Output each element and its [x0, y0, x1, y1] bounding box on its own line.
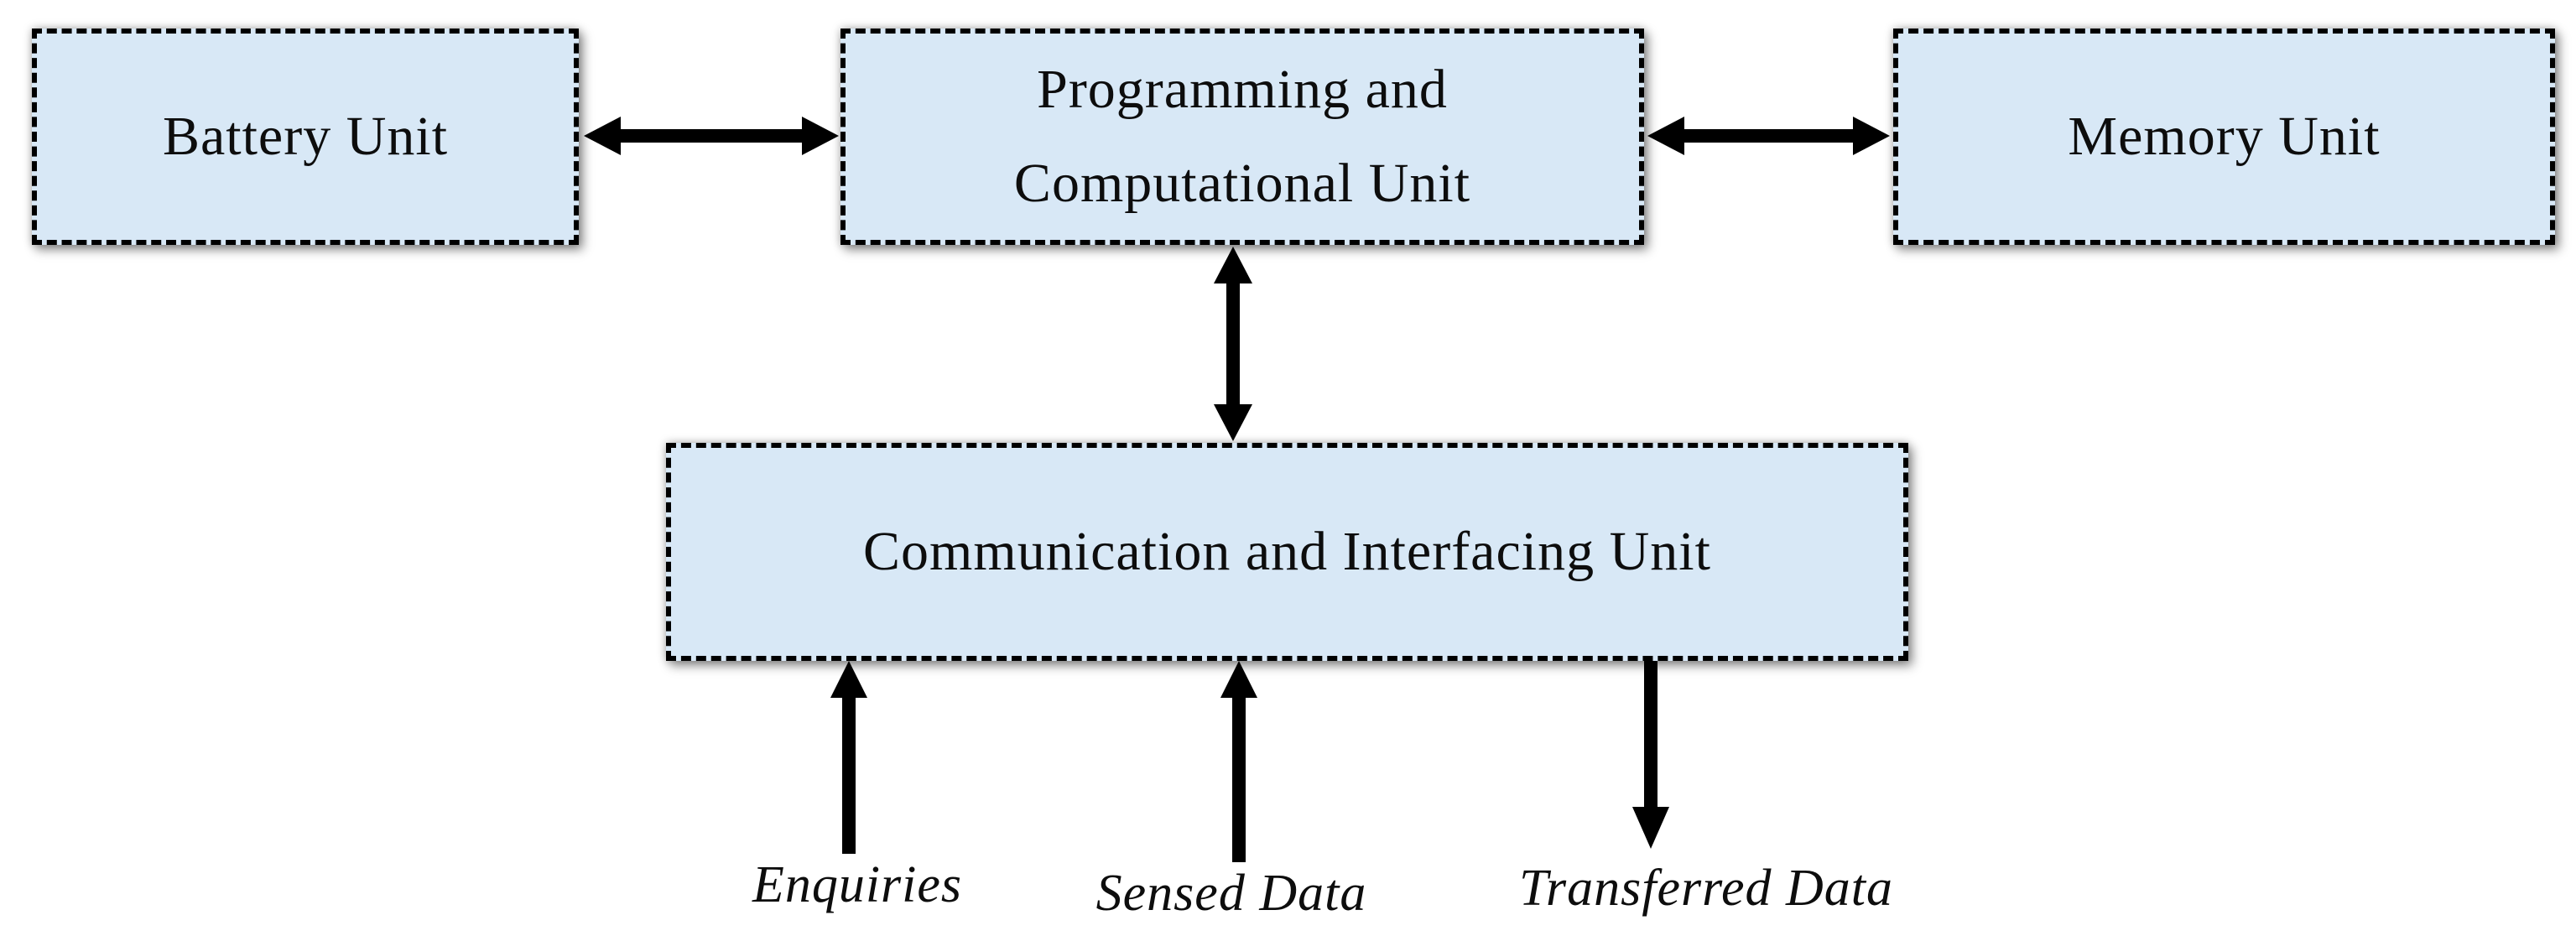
arrow-programming-communication: [1214, 247, 1252, 441]
communication-interfacing-unit-box: Communication and Interfacing Unit: [666, 443, 1908, 661]
programming-unit-label-line1: Programming and: [1037, 58, 1448, 120]
arrow-sensed-data-in: [1220, 661, 1257, 862]
arrow-head-down: [1214, 404, 1252, 441]
memory-unit-label: Memory Unit: [2068, 105, 2381, 167]
arrow-head-left: [584, 117, 621, 155]
programming-computational-unit-box: Programming and Computational Unit: [840, 29, 1644, 245]
transferred-data-label: Transferred Data: [1518, 860, 1894, 917]
arrow-head-right: [802, 117, 839, 155]
arrow-head-up: [830, 661, 867, 698]
memory-unit-box: Memory Unit: [1893, 29, 2555, 245]
battery-unit-label: Battery Unit: [162, 105, 449, 167]
arrow-enquiries-in: [830, 661, 867, 854]
arrow-head-down: [1632, 807, 1669, 849]
battery-unit-box: Battery Unit: [32, 29, 579, 245]
programming-unit-label-line2: Computational Unit: [1013, 153, 1471, 214]
arrow-head-left: [1647, 117, 1684, 155]
arrow-programming-memory: [1647, 117, 1890, 155]
enquiries-label: Enquiries: [752, 856, 963, 913]
arrow-head-right: [1853, 117, 1890, 155]
arrow-transferred-data-out: [1632, 661, 1669, 849]
communication-interfacing-unit-label: Communication and Interfacing Unit: [863, 520, 1711, 582]
arrow-head-up: [1214, 247, 1252, 283]
arrow-battery-programming: [584, 117, 839, 155]
arrow-head-up: [1220, 661, 1257, 698]
sensed-data-label: Sensed Data: [1095, 865, 1367, 922]
